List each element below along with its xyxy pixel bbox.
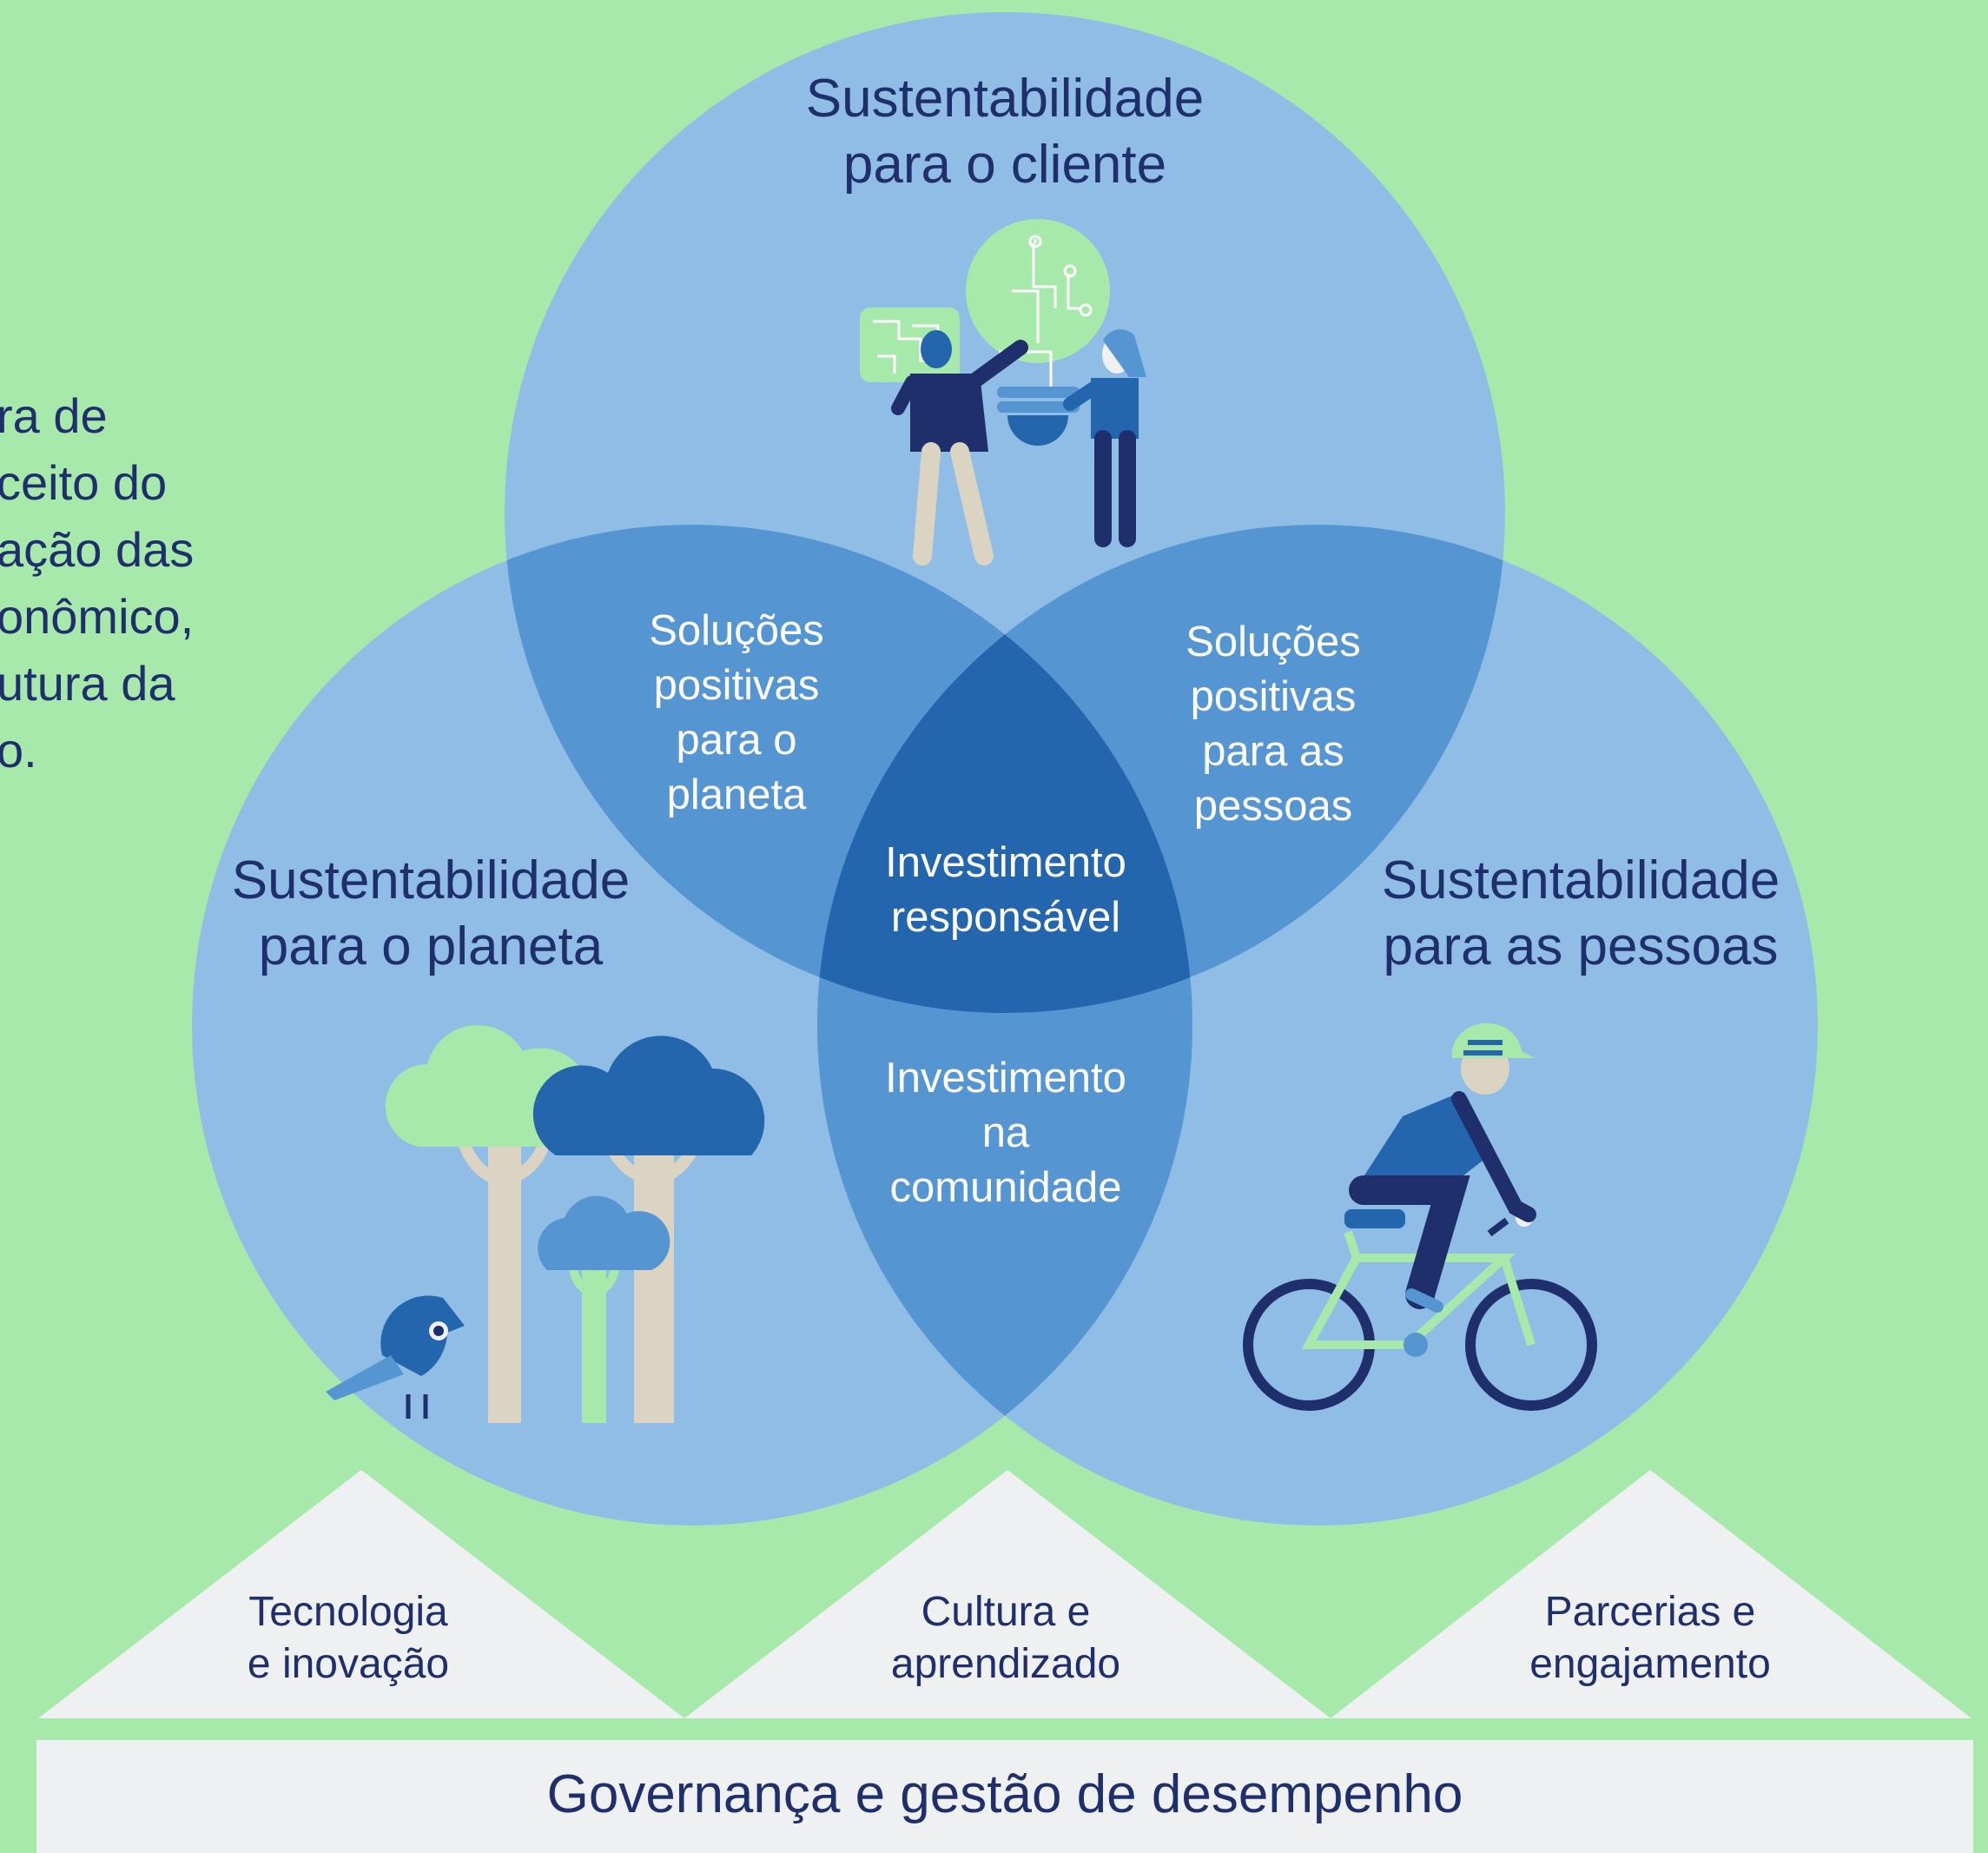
- collaboration-lightbulb-icon: [860, 219, 1146, 566]
- overlap-center: [817, 525, 1192, 1013]
- overlap-label-planet-solutions: Soluções positivas para o planeta: [649, 607, 824, 818]
- pillar-technology: [38, 1470, 684, 1718]
- pillar-partnerships: [1331, 1470, 1971, 1718]
- circle-title-people: Sustentabilidade para as pessoas: [1381, 850, 1780, 976]
- foundation-bar: Governança e gestão de desempenho: [36, 1740, 1973, 1853]
- trees-bird-icon: [326, 1025, 765, 1423]
- overlap-label-responsible-investment: Investimento responsável: [885, 839, 1126, 941]
- foundation-label: Governança e gestão de desempenho: [546, 1764, 1463, 1824]
- cyclist-icon: [1243, 1022, 1597, 1411]
- pillar-label-partnerships: Parcerias e engajamento: [1529, 1589, 1771, 1687]
- pillar-culture: [684, 1470, 1331, 1718]
- circle-title-planet: Sustentabilidade para o planeta: [231, 850, 631, 976]
- pillar-label-technology: Tecnologia e inovação: [247, 1589, 450, 1687]
- pillar-label-culture: Cultura e aprendizado: [890, 1589, 1121, 1687]
- circle-title-client: Sustentabilidade para o cliente: [805, 69, 1205, 195]
- overlap-label-people-solutions: Soluções positivas para as pessoas: [1186, 619, 1361, 830]
- side-paragraph-fragment: ra de ceito do ação das onômico, utura d…: [0, 388, 195, 778]
- overlap-label-community-investment: Investimento na comunidade: [885, 1055, 1126, 1211]
